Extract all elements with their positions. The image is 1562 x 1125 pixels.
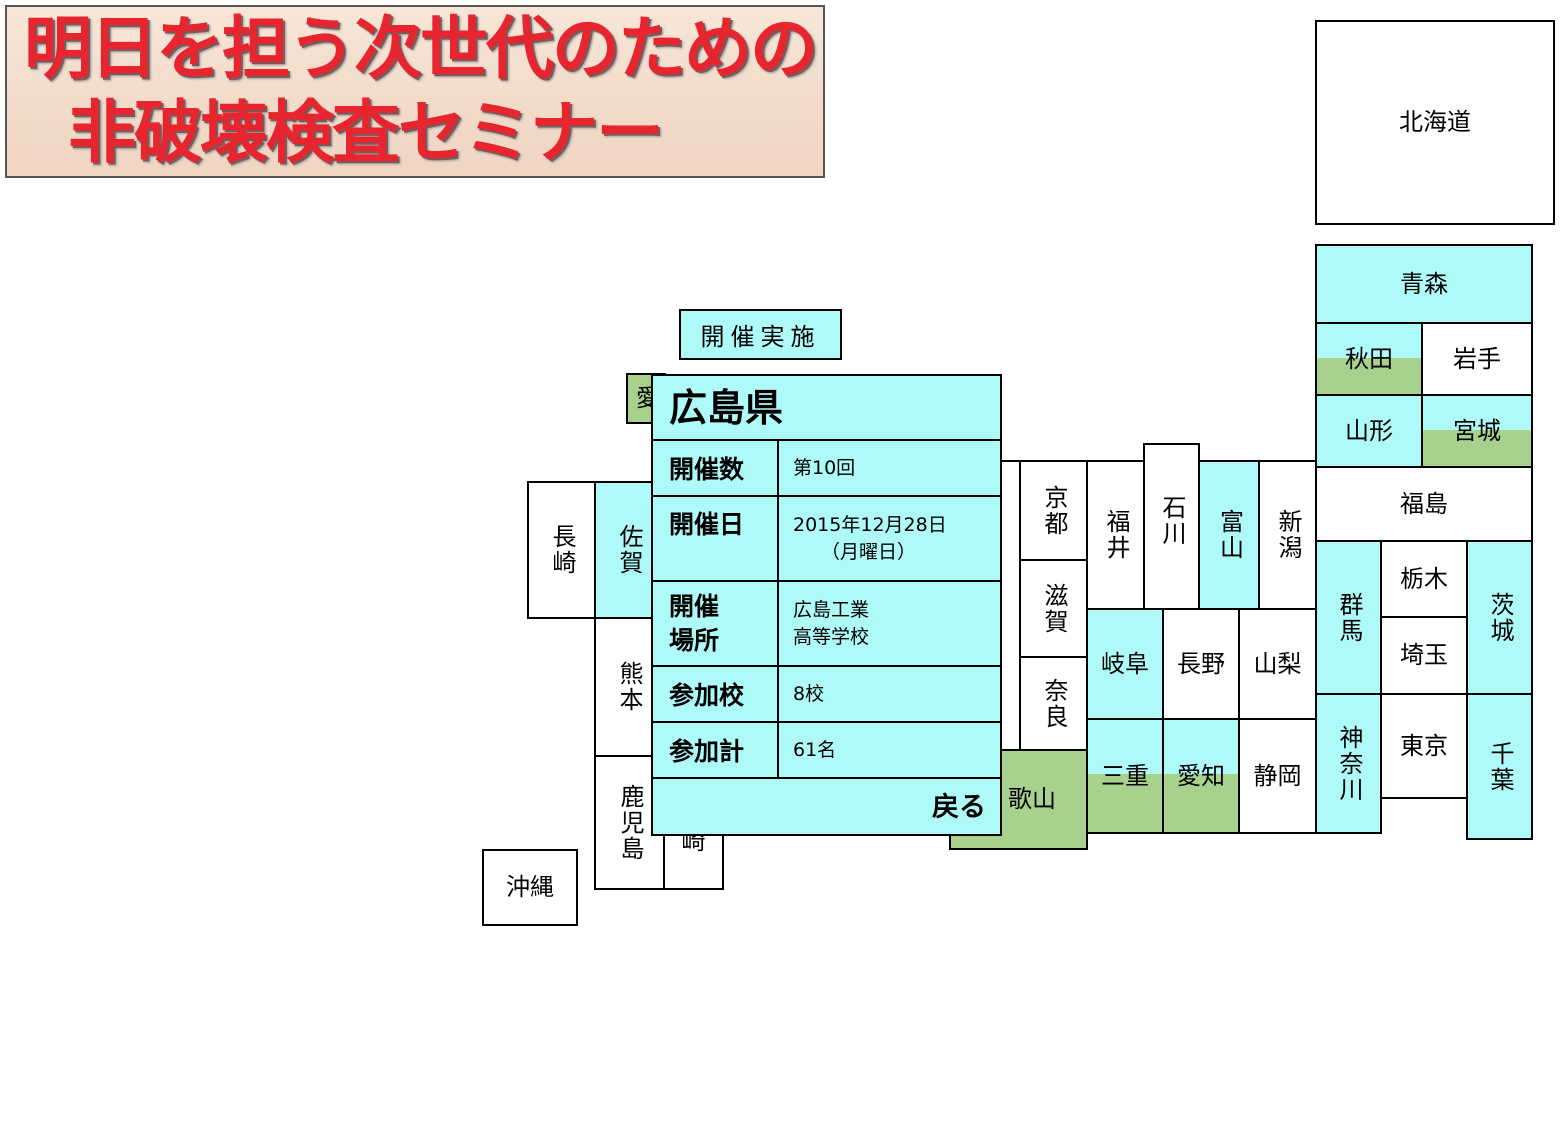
pref-label: 鹿児島 xyxy=(616,783,644,862)
pref-miyagi[interactable]: 宮城 xyxy=(1421,394,1533,468)
back-button[interactable]: 戻る xyxy=(932,792,986,823)
pref-ishikawa[interactable]: 石川 xyxy=(1143,443,1200,610)
pref-niigata[interactable]: 新潟 xyxy=(1258,460,1317,610)
detail-value: 8校 xyxy=(793,682,825,705)
detail-value-line2: （月曜日） xyxy=(821,540,917,563)
pref-label: 福井 xyxy=(1102,509,1130,561)
pref-label: 滋賀 xyxy=(1040,582,1068,635)
held-bar xyxy=(1423,430,1531,466)
pref-tokyo[interactable]: 東京 xyxy=(1380,693,1468,799)
pref-label: 埼玉 xyxy=(1400,641,1448,669)
detail-row-count: 開催数 第10回 xyxy=(653,441,1000,497)
detail-value-line1: 2015年12月28日 xyxy=(793,513,947,536)
banner-line-2: 非破壊検査セミナー xyxy=(67,93,664,173)
pref-label: 新潟 xyxy=(1274,509,1302,561)
pref-label: 佐賀 xyxy=(615,524,643,576)
detail-key: 開催数 xyxy=(653,441,779,495)
pref-label: 青森 xyxy=(1400,269,1448,298)
pref-label: 栃木 xyxy=(1400,564,1448,593)
pref-yamagata[interactable]: 山形 xyxy=(1315,394,1423,468)
detail-key: 参加計 xyxy=(653,723,779,777)
pref-nagasaki[interactable]: 長崎 xyxy=(527,481,596,619)
pref-ibaraki[interactable]: 茨城 xyxy=(1466,540,1533,695)
detail-key-line1: 開催 xyxy=(669,591,720,621)
pref-label: 群馬 xyxy=(1335,591,1363,644)
detail-row-participants: 参加計 61名 xyxy=(653,723,1000,779)
pref-label: 宮城 xyxy=(1453,416,1501,445)
pref-fukushima[interactable]: 福島 xyxy=(1315,466,1533,542)
prefecture-detail-popup: 広島県 開催数 第10回 開催日 2015年12月28日 （月曜日） 開催 場所… xyxy=(651,374,1002,836)
banner-line-1: 明日を担う次世代のための xyxy=(23,9,818,89)
pref-saitama[interactable]: 埼玉 xyxy=(1380,616,1468,695)
pref-mie[interactable]: 三重 xyxy=(1086,718,1164,834)
pref-label: 山梨 xyxy=(1253,649,1302,678)
detail-value-line1: 広島工業 xyxy=(793,598,870,621)
pref-nara[interactable]: 奈良 xyxy=(1019,656,1088,751)
detail-key: 開催日 xyxy=(653,497,779,580)
pref-label: 富山 xyxy=(1215,509,1244,561)
pref-label: 静岡 xyxy=(1253,761,1302,790)
held-bar xyxy=(1317,358,1421,394)
legend-held: 開催実施 xyxy=(679,309,842,360)
pref-label: 神奈川 xyxy=(1335,724,1363,803)
detail-row-date: 開催日 2015年12月28日 （月曜日） xyxy=(653,497,1000,582)
pref-label: 熊本 xyxy=(615,661,643,713)
pref-gunma[interactable]: 群馬 xyxy=(1315,540,1382,695)
detail-value: 第10回 xyxy=(793,456,856,479)
pref-label: 茨城 xyxy=(1486,591,1514,644)
pref-fukui[interactable]: 福井 xyxy=(1086,460,1145,610)
pref-label: 山形 xyxy=(1345,416,1393,445)
pref-osaka[interactable] xyxy=(999,460,1021,751)
pref-label: 愛知 xyxy=(1177,761,1225,790)
popup-title: 広島県 xyxy=(653,376,1000,441)
pref-yamanashi[interactable]: 山梨 xyxy=(1238,608,1317,720)
pref-label: 岐阜 xyxy=(1101,649,1149,678)
pref-label: 沖縄 xyxy=(506,873,554,901)
held-bar xyxy=(1164,774,1238,832)
detail-value: 広島工業 高等学校 xyxy=(779,582,1000,665)
pref-label: 奈良 xyxy=(1040,677,1068,730)
pref-label: 北海道 xyxy=(1399,108,1471,136)
pref-label: 長野 xyxy=(1177,649,1225,678)
pref-hokkaido[interactable]: 北海道 xyxy=(1315,20,1555,225)
seminar-banner: 明日を担う次世代のための 非破壊検査セミナー xyxy=(5,5,825,178)
pref-akita[interactable]: 秋田 xyxy=(1315,322,1423,396)
pref-kyoto[interactable]: 京都 xyxy=(1019,460,1088,561)
pref-aomori[interactable]: 青森 xyxy=(1315,244,1533,324)
detail-value: 2015年12月28日 （月曜日） xyxy=(779,497,1000,580)
pref-label: 福島 xyxy=(1400,489,1448,518)
pref-label: 三重 xyxy=(1101,761,1149,790)
detail-key-text: 開催日 xyxy=(669,510,745,539)
detail-value-line2: 高等学校 xyxy=(793,625,870,648)
pref-shizuoka[interactable]: 静岡 xyxy=(1238,718,1317,834)
pref-iwate[interactable]: 岩手 xyxy=(1421,322,1533,396)
pref-label: 長崎 xyxy=(548,524,576,576)
pref-label: 石川 xyxy=(1158,495,1186,547)
detail-key: 参加校 xyxy=(653,667,779,721)
pref-label: 千葉 xyxy=(1486,740,1514,793)
pref-kanagawa[interactable]: 神奈川 xyxy=(1315,693,1382,834)
pref-label: 岩手 xyxy=(1453,344,1501,373)
pref-label: 秋田 xyxy=(1345,344,1393,373)
pref-okinawa[interactable]: 沖縄 xyxy=(482,849,578,926)
detail-key: 開催 場所 xyxy=(653,582,779,665)
pref-shiga[interactable]: 滋賀 xyxy=(1019,559,1088,658)
pref-nagano[interactable]: 長野 xyxy=(1162,608,1240,720)
pref-gifu[interactable]: 岐阜 xyxy=(1086,608,1164,720)
pref-aichi[interactable]: 愛知 xyxy=(1162,718,1240,834)
pref-label: 歌山 xyxy=(1008,785,1056,813)
pref-tochigi[interactable]: 栃木 xyxy=(1380,540,1468,618)
detail-row-schools: 参加校 8校 xyxy=(653,667,1000,723)
pref-toyama[interactable]: 富山 xyxy=(1198,460,1260,610)
detail-value: 61名 xyxy=(793,738,837,761)
pref-chiba[interactable]: 千葉 xyxy=(1466,693,1533,840)
detail-key-line2: 場所 xyxy=(669,625,720,655)
detail-row-venue: 開催 場所 広島工業 高等学校 xyxy=(653,582,1000,667)
pref-label: 東京 xyxy=(1400,731,1448,760)
held-bar xyxy=(1088,774,1162,832)
pref-label: 京都 xyxy=(1040,484,1068,537)
